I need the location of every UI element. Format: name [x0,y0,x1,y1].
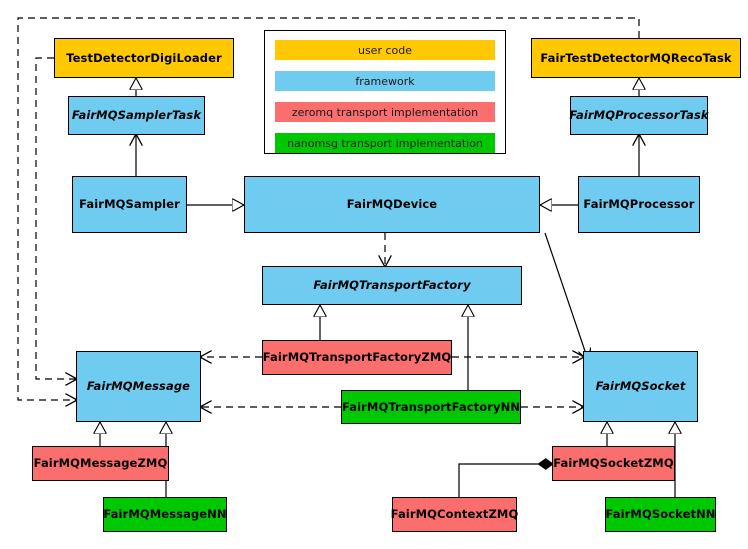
class-box-label: FairMQTransportFactoryNN [341,399,521,414]
class-box-FairMQProcessor[interactable]: FairMQProcessor [578,176,700,233]
edge-FairMQSocketZMQ-to-FairMQContextZMQ [458,464,552,497]
class-box-FairMQSocketZMQ[interactable]: FairMQSocketZMQ [552,446,675,481]
legend-item-label: user code [357,43,413,57]
class-box-FairMQTransportFactoryZMQ[interactable]: FairMQTransportFactoryZMQ [262,340,452,375]
class-box-label: FairMQSamplerTask [71,108,202,123]
legend-item-zeromq: zeromq transport implementation [275,102,495,122]
class-box-FairMQMessageZMQ[interactable]: FairMQMessageZMQ [32,446,169,481]
class-box-FairMQSampler[interactable]: FairMQSampler [72,176,187,233]
legend-item-user_code: user code [275,40,495,60]
class-box-FairMQSamplerTask[interactable]: FairMQSamplerTask [68,96,205,135]
class-box-FairMQSocket[interactable]: FairMQSocket [583,351,698,422]
class-box-label: FairMQContextZMQ [390,507,519,522]
legend-item-label: framework [355,74,415,88]
class-box-FairMQContextZMQ[interactable]: FairMQContextZMQ [390,497,519,532]
class-box-label: FairMQProcessorTask [569,108,709,123]
class-box-TestDetectorDigiLoader[interactable]: TestDetectorDigiLoader [54,38,234,78]
class-box-label: FairMQDevice [346,197,438,212]
class-box-label: FairMQMessage [86,379,191,394]
class-box-label: FairMQSocket [595,379,686,394]
class-box-label: FairMQSocketZMQ [553,456,674,471]
legend-item-label: zeromq transport implementation [291,105,479,119]
legend-item-framework: framework [275,71,495,91]
class-box-FairMQTransportFactoryNN[interactable]: FairMQTransportFactoryNN [341,390,521,424]
class-box-FairMQSocketNN[interactable]: FairMQSocketNN [605,497,716,532]
edge-FairTestDetectorMQRecoTask-to-FairMQMessage [17,17,640,400]
class-box-label: FairTestDetectorMQRecoTask [540,50,732,65]
class-box-label: FairMQSampler [79,197,180,212]
class-box-FairMQProcessorTask[interactable]: FairMQProcessorTask [569,96,709,135]
class-box-label: FairMQMessageZMQ [33,456,168,471]
edge-FairMQDevice-to-FairMQSocket [544,232,588,360]
legend-item-nanomsg: nanomsg transport implementation [275,133,495,153]
legend-item-label: nanomsg transport implementation [287,136,483,150]
class-box-label: TestDetectorDigiLoader [66,50,222,65]
class-box-FairMQDevice[interactable]: FairMQDevice [244,176,540,233]
class-box-FairTestDetectorMQRecoTask[interactable]: FairTestDetectorMQRecoTask [531,38,741,78]
class-box-label: FairMQMessageNN [103,507,227,522]
class-box-label: FairMQProcessor [583,197,695,212]
class-box-FairMQMessage[interactable]: FairMQMessage [76,351,201,422]
class-box-label: FairMQTransportFactoryZMQ [262,350,452,365]
legend-panel: user code framework zeromq transport imple… [264,30,506,154]
class-box-FairMQTransportFactory[interactable]: FairMQTransportFactory [262,266,522,305]
class-box-FairMQMessageNN[interactable]: FairMQMessageNN [103,497,227,532]
class-box-label: FairMQSocketNN [605,507,716,522]
class-box-label: FairMQTransportFactory [313,278,471,293]
